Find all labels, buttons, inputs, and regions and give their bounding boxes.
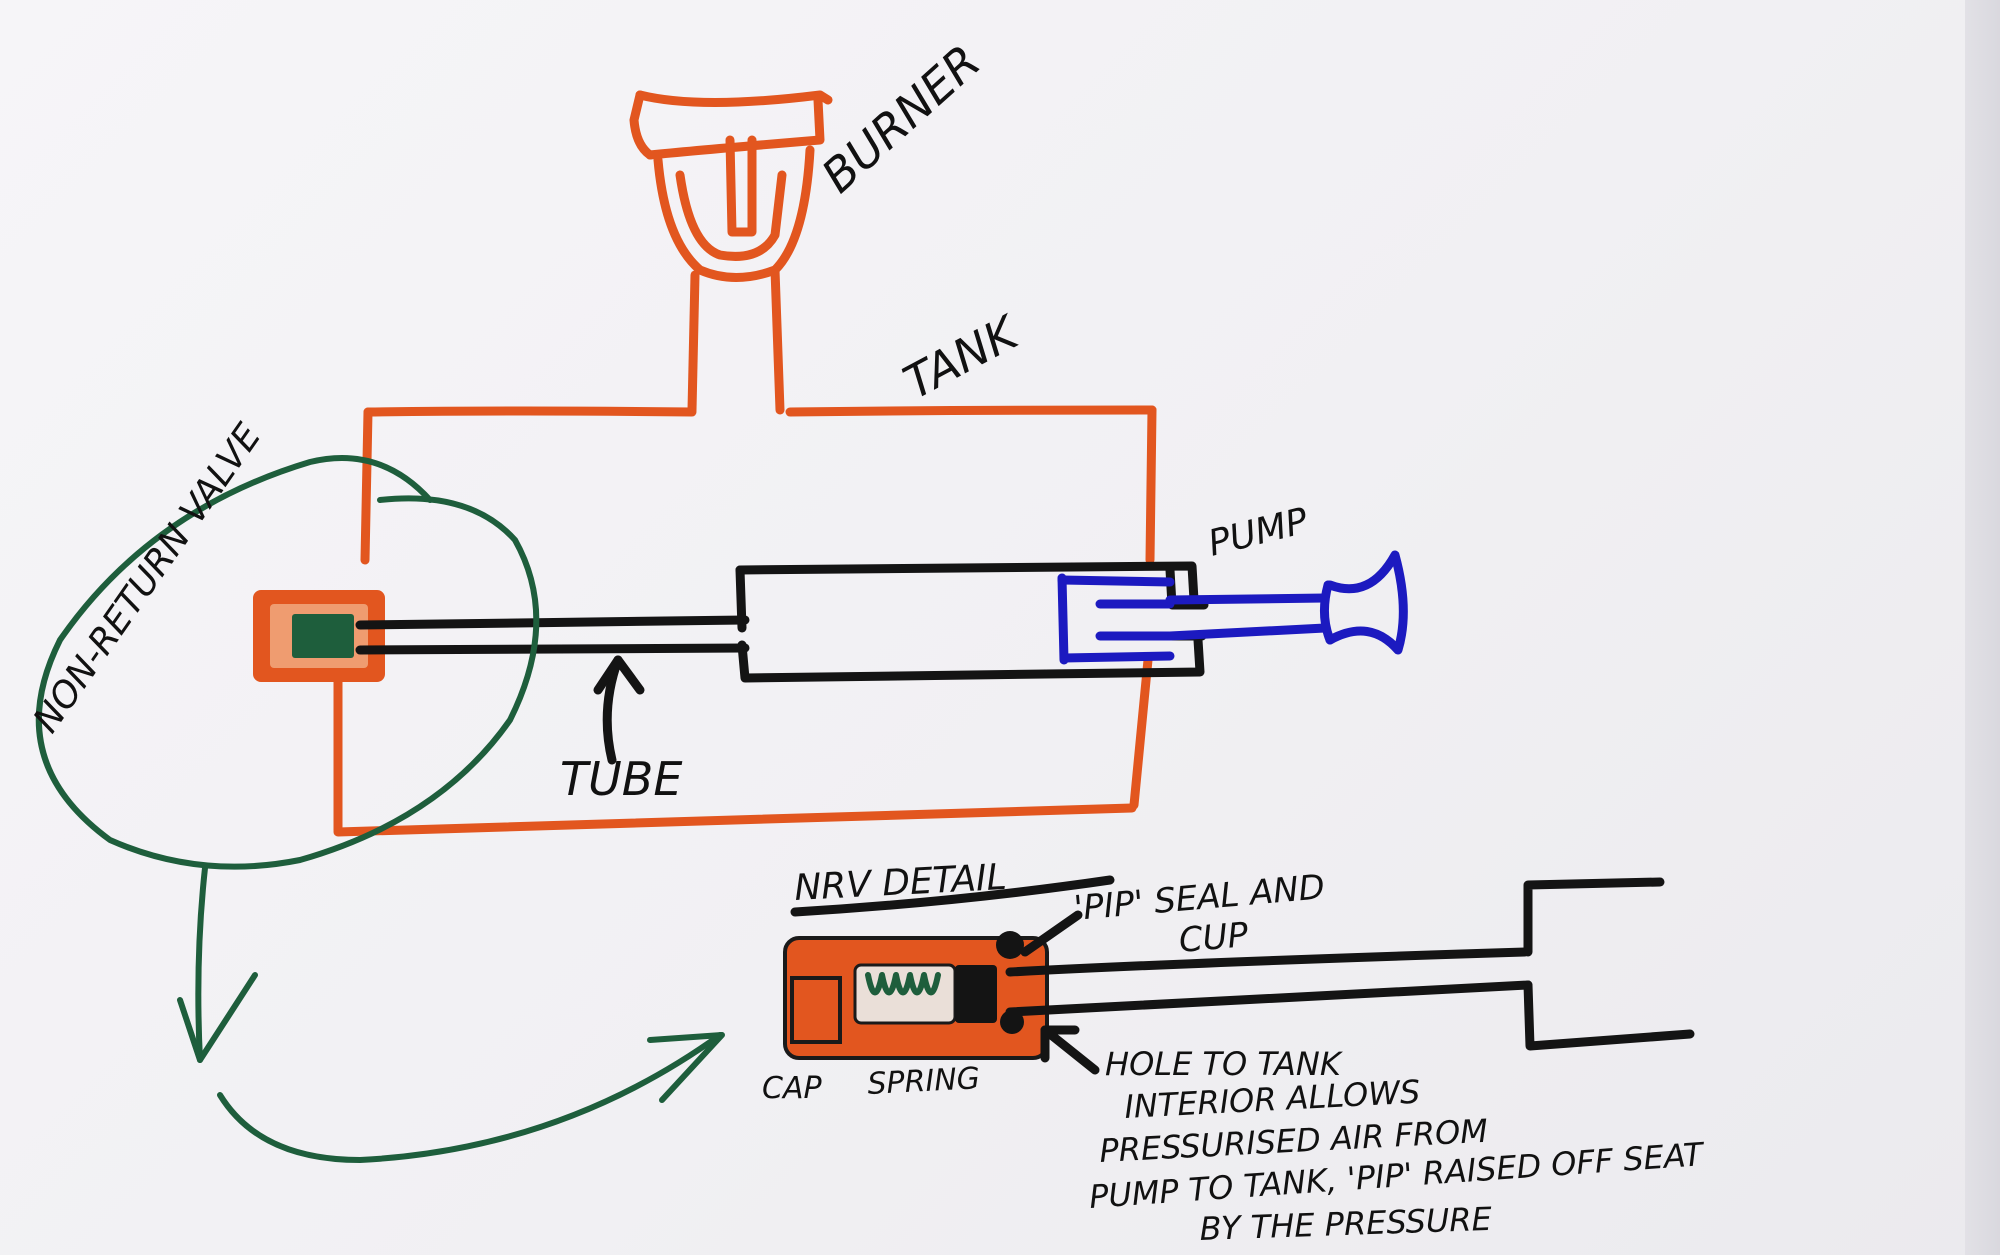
label-cap: CAP bbox=[762, 1071, 822, 1106]
nrv-detail bbox=[783, 931, 1049, 1060]
nrv-small bbox=[253, 590, 385, 682]
pump-piston bbox=[1057, 550, 1408, 665]
label-note-line5: BY THE PRESSURE bbox=[1199, 1200, 1493, 1248]
hole-pointer bbox=[1040, 1025, 1100, 1075]
tube-small bbox=[355, 615, 750, 655]
tank-outline bbox=[333, 405, 1157, 837]
tube-detail bbox=[1005, 877, 1695, 1051]
tube-pointer bbox=[593, 655, 645, 765]
label-burner: BURNER bbox=[811, 34, 990, 203]
nrv-callout-ellipse bbox=[35, 455, 540, 870]
label-spring: SPRING bbox=[867, 1061, 981, 1102]
callout-arrow bbox=[177, 865, 725, 1163]
burner bbox=[629, 90, 833, 415]
paper-edge bbox=[1965, 0, 2000, 1255]
label-tube: TUBE bbox=[560, 752, 682, 806]
label-note-line1: HOLE TO TANK bbox=[1105, 1045, 1344, 1083]
nrv-detail-underline bbox=[790, 875, 1115, 917]
label-pump: PUMP bbox=[1204, 500, 1312, 564]
label-pip-seal-line2: CUP bbox=[1177, 915, 1250, 961]
label-tank: TANK bbox=[895, 304, 1030, 410]
pip-pointer bbox=[1020, 910, 1083, 957]
label-non-return-valve: NON-RETURN VALVE bbox=[26, 416, 270, 740]
